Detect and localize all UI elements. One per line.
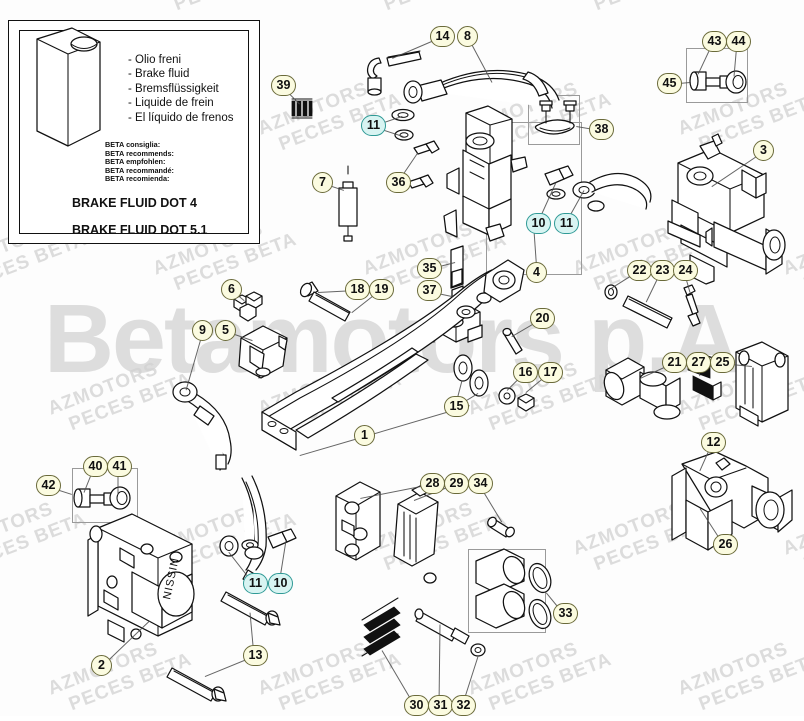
brake-fluid-recommend-0: BETA consiglia: — [105, 140, 161, 149]
brake-fluid-language-2: - Bremsflüssigkeit — [128, 82, 219, 95]
callout-17[interactable]: 17 — [538, 362, 563, 383]
watermark-betamotors: Betamotors p.A. — [44, 284, 765, 393]
callout-37[interactable]: 37 — [417, 280, 442, 301]
gb-pins-4041 — [72, 468, 138, 523]
callout-30[interactable]: 30 — [404, 695, 429, 716]
callout-22[interactable]: 22 — [627, 260, 652, 281]
callout-4[interactable]: 4 — [526, 262, 547, 283]
brake-fluid-language-0: - Olio freni — [128, 54, 182, 66]
callout-26[interactable]: 26 — [713, 534, 738, 555]
callout-15[interactable]: 15 — [444, 396, 469, 417]
part-5-hose-bracket — [238, 325, 288, 379]
callout-11-highlight[interactable]: 11 — [554, 213, 579, 234]
part-30-31-32-hardware — [361, 597, 486, 657]
brake-fluid-info-inner: BRAKE FLUID - Olio freni - Brake fluid- B… — [19, 30, 249, 237]
callout-36[interactable]: 36 — [386, 172, 411, 193]
part-22-23-24-hardware — [604, 284, 701, 329]
callout-11-highlight[interactable]: 11 — [361, 115, 386, 136]
callout-44[interactable]: 44 — [726, 31, 751, 52]
callout-11-highlight[interactable]: 11 — [243, 573, 268, 594]
callout-43[interactable]: 43 — [702, 31, 727, 52]
callout-18[interactable]: 18 — [345, 279, 370, 300]
callout-13[interactable]: 13 — [243, 645, 268, 666]
callout-24[interactable]: 24 — [673, 260, 698, 281]
callout-3[interactable]: 3 — [753, 140, 774, 161]
callout-9[interactable]: 9 — [192, 320, 213, 341]
callout-7[interactable]: 7 — [312, 172, 333, 193]
brake-fluid-recommend-4: BETA recomienda: — [105, 174, 170, 184]
brake-fluid-spec-dot4: BRAKE FLUID DOT 4 — [72, 196, 197, 210]
callout-10-highlight[interactable]: 10 — [526, 213, 551, 234]
part-9-front-hose — [172, 381, 232, 471]
brake-fluid-language-list: - Olio freni - Brake fluid- Bremsflüssigk… — [128, 53, 233, 125]
callout-33[interactable]: 33 — [553, 603, 578, 624]
callout-12[interactable]: 12 — [701, 432, 726, 453]
callout-8[interactable]: 8 — [457, 26, 478, 47]
callout-20[interactable]: 20 — [530, 308, 555, 329]
brake-fluid-spec-dot51: BRAKE FLUID DOT 5.1 — [72, 223, 208, 237]
callout-1[interactable]: 1 — [354, 425, 375, 446]
callout-40[interactable]: 40 — [83, 456, 108, 477]
callout-35[interactable]: 35 — [417, 258, 442, 279]
callout-23[interactable]: 23 — [650, 260, 675, 281]
callout-34[interactable]: 34 — [468, 473, 493, 494]
callout-6[interactable]: 6 — [221, 279, 242, 300]
callout-41[interactable]: 41 — [107, 456, 132, 477]
svg-text:NISSIN: NISSIN — [161, 556, 182, 600]
callout-19[interactable]: 19 — [369, 279, 394, 300]
callout-27[interactable]: 27 — [686, 352, 711, 373]
brake-fluid-info-box: BRAKE FLUID - Olio freni - Brake fluid- B… — [8, 20, 260, 244]
gb-pistons-33 — [468, 549, 546, 633]
callout-14[interactable]: 14 — [430, 26, 455, 47]
brake-fluid-language-4: - El líquido de frenos — [128, 111, 234, 124]
callout-42[interactable]: 42 — [36, 475, 61, 496]
brake-fluid-recommend-1: BETA recommends: — [105, 148, 174, 158]
part-2-front-caliper: NISSIN — [87, 513, 195, 643]
callout-10-highlight[interactable]: 10 — [268, 573, 293, 594]
callout-25[interactable]: 25 — [710, 352, 735, 373]
brake-fluid-recommend-list: BETA consiglia:BETA recommends:BETA empf… — [105, 140, 174, 184]
brake-fluid-can-label: BRAKE FLUID — [50, 71, 90, 120]
callout-31[interactable]: 31 — [428, 695, 453, 716]
callout-38[interactable]: 38 — [589, 119, 614, 140]
part-7-return-spring — [338, 165, 358, 242]
gb-master-4 — [486, 122, 582, 275]
callout-21[interactable]: 21 — [662, 352, 687, 373]
part-39-clip — [291, 98, 313, 119]
callout-39[interactable]: 39 — [271, 75, 296, 96]
gb-pins-4344 — [686, 48, 748, 103]
callout-29[interactable]: 29 — [444, 473, 469, 494]
callout-16[interactable]: 16 — [513, 362, 538, 383]
callout-45[interactable]: 45 — [657, 73, 682, 94]
callout-32[interactable]: 32 — [451, 695, 476, 716]
callout-28[interactable]: 28 — [420, 473, 445, 494]
brake-fluid-recommend-2: BETA empfohlen: — [105, 157, 166, 167]
part-35-push-rod — [450, 245, 464, 289]
part-18-19-bolt — [299, 281, 351, 322]
callout-5[interactable]: 5 — [215, 320, 236, 341]
brake-fluid-language-1: - Brake fluid — [128, 68, 190, 81]
part-36-bleed-screws — [407, 140, 440, 189]
brake-fluid-language-3: - Liquide de frein — [128, 97, 214, 110]
brake-fluid-recommend-3: BETA recommandé: — [105, 165, 174, 175]
callout-2[interactable]: 2 — [91, 655, 112, 676]
